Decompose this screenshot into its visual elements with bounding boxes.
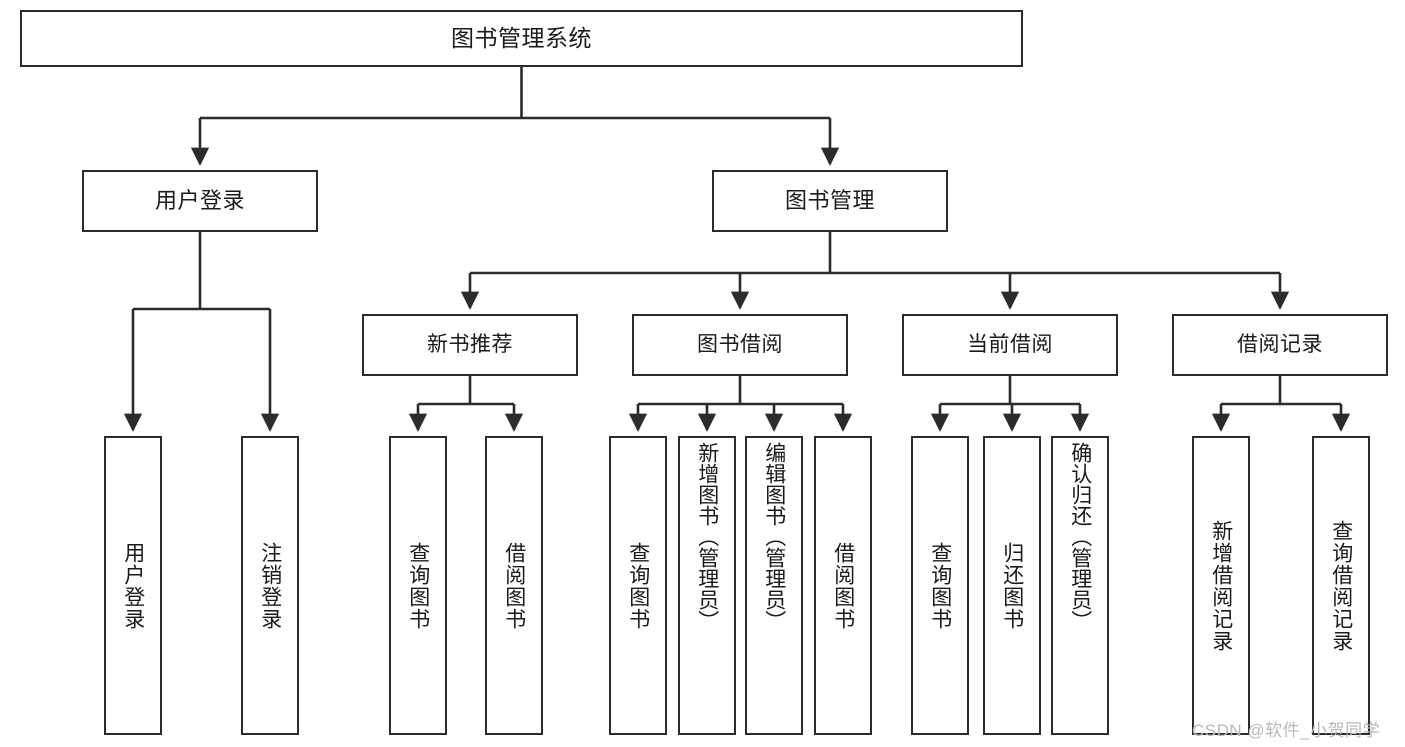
node-leaf-borrow-book-1-label: 借阅图书 [502,541,526,630]
node-leaf-return-book-label: 归还图书 [1000,541,1024,630]
node-leaf-query-book-3[interactable]: 查询图书 [911,436,969,735]
node-leaf-query-borrow-record-label: 查询借阅记录 [1329,519,1353,652]
node-leaf-query-book-1-label: 查询图书 [406,541,430,630]
node-new-book-recommend[interactable]: 新书推荐 [362,314,578,376]
node-root[interactable]: 图书管理系统 [20,10,1023,67]
node-leaf-user-login[interactable]: 用户登录 [104,436,162,735]
node-leaf-query-book-3-label: 查询图书 [928,541,952,630]
node-leaf-add-book-admin[interactable]: 新增图书（管理员） [678,436,736,735]
node-leaf-logout-label: 注销登录 [258,541,282,630]
node-leaf-add-borrow-record-label: 新增借阅记录 [1209,519,1233,652]
node-leaf-query-book-2-label: 查询图书 [626,541,650,630]
node-book-management[interactable]: 图书管理 [712,170,948,232]
node-leaf-edit-book-admin-label: 编辑图书（管理员） [762,442,786,631]
node-leaf-confirm-return-admin[interactable]: 确认归还（管理员） [1051,436,1109,735]
node-user-login[interactable]: 用户登录 [82,170,318,232]
node-borrow-records-label: 借阅记录 [1237,332,1323,356]
node-leaf-user-login-label: 用户登录 [121,541,145,630]
node-book-borrow[interactable]: 图书借阅 [632,314,848,376]
node-leaf-borrow-book-2-label: 借阅图书 [831,541,855,630]
node-leaf-query-borrow-record[interactable]: 查询借阅记录 [1312,436,1370,735]
node-leaf-query-book-2[interactable]: 查询图书 [609,436,667,735]
node-leaf-return-book[interactable]: 归还图书 [983,436,1041,735]
node-current-borrow-label: 当前借阅 [967,332,1053,356]
node-book-management-label: 图书管理 [784,188,875,214]
node-leaf-add-borrow-record[interactable]: 新增借阅记录 [1192,436,1250,735]
node-new-book-recommend-label: 新书推荐 [427,332,513,356]
node-leaf-edit-book-admin[interactable]: 编辑图书（管理员） [745,436,803,735]
node-current-borrow[interactable]: 当前借阅 [902,314,1118,376]
node-leaf-borrow-book-2[interactable]: 借阅图书 [814,436,872,735]
node-borrow-records[interactable]: 借阅记录 [1172,314,1388,376]
node-leaf-query-book-1[interactable]: 查询图书 [389,436,447,735]
node-book-borrow-label: 图书借阅 [697,332,783,356]
csdn-watermark: CSDN @软件_小贺同学 [1192,721,1381,740]
node-leaf-add-book-admin-label: 新增图书（管理员） [695,442,719,631]
node-user-login-label: 用户登录 [154,188,245,214]
node-root-label: 图书管理系统 [451,24,592,51]
node-leaf-borrow-book-1[interactable]: 借阅图书 [485,436,543,735]
node-leaf-logout[interactable]: 注销登录 [241,436,299,735]
node-leaf-confirm-return-admin-label: 确认归还（管理员） [1068,442,1092,631]
